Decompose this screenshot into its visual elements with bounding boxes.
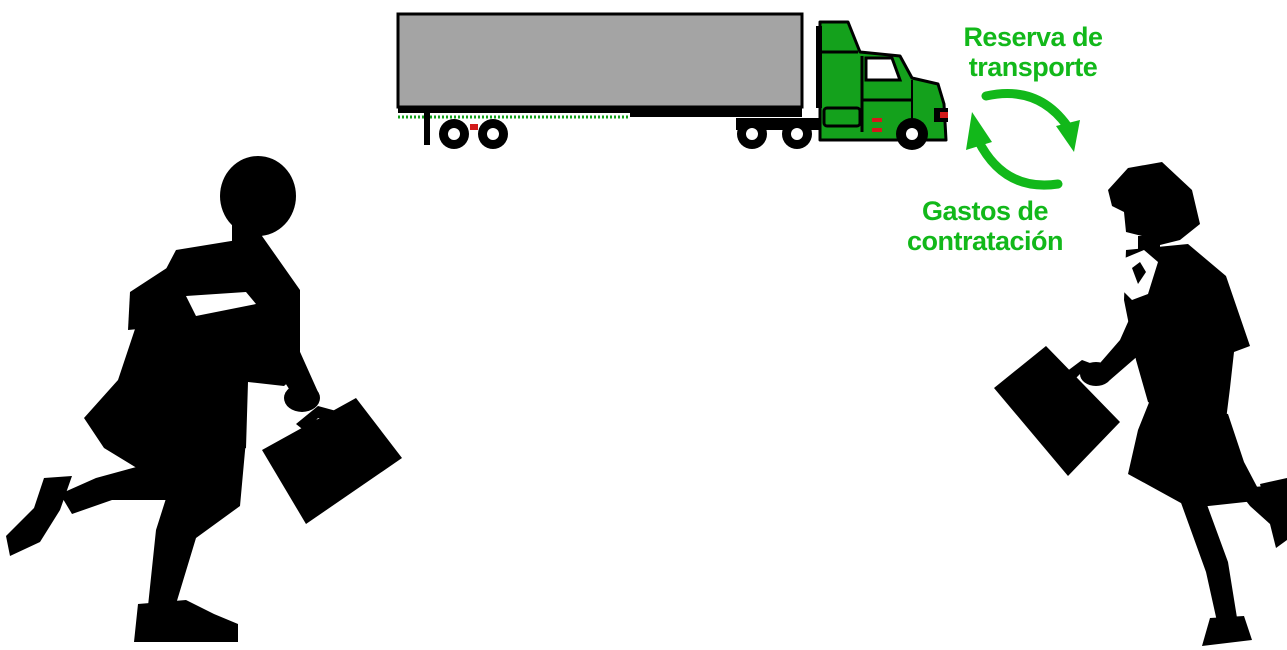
hiring-costs-label-line1: Gastos de (880, 196, 1090, 226)
booking-label: Reserva de transporte (938, 22, 1128, 82)
trailer-wheels (439, 119, 508, 149)
semi-truck-icon (398, 14, 948, 150)
trailer-body (398, 14, 802, 107)
tractor-cab (816, 22, 948, 140)
woman-head (1108, 162, 1200, 246)
trailer-frame (398, 107, 802, 113)
booking-label-line1: Reserva de (938, 22, 1128, 52)
hiring-costs-label: Gastos de contratación (880, 196, 1090, 256)
hiring-costs-label-line2: contratación (880, 226, 1090, 256)
running-businessman-icon (6, 156, 402, 642)
tractor-front-wheel (896, 118, 928, 150)
booking-label-line2: transporte (938, 52, 1128, 82)
cycle-arrows-icon (966, 94, 1080, 186)
